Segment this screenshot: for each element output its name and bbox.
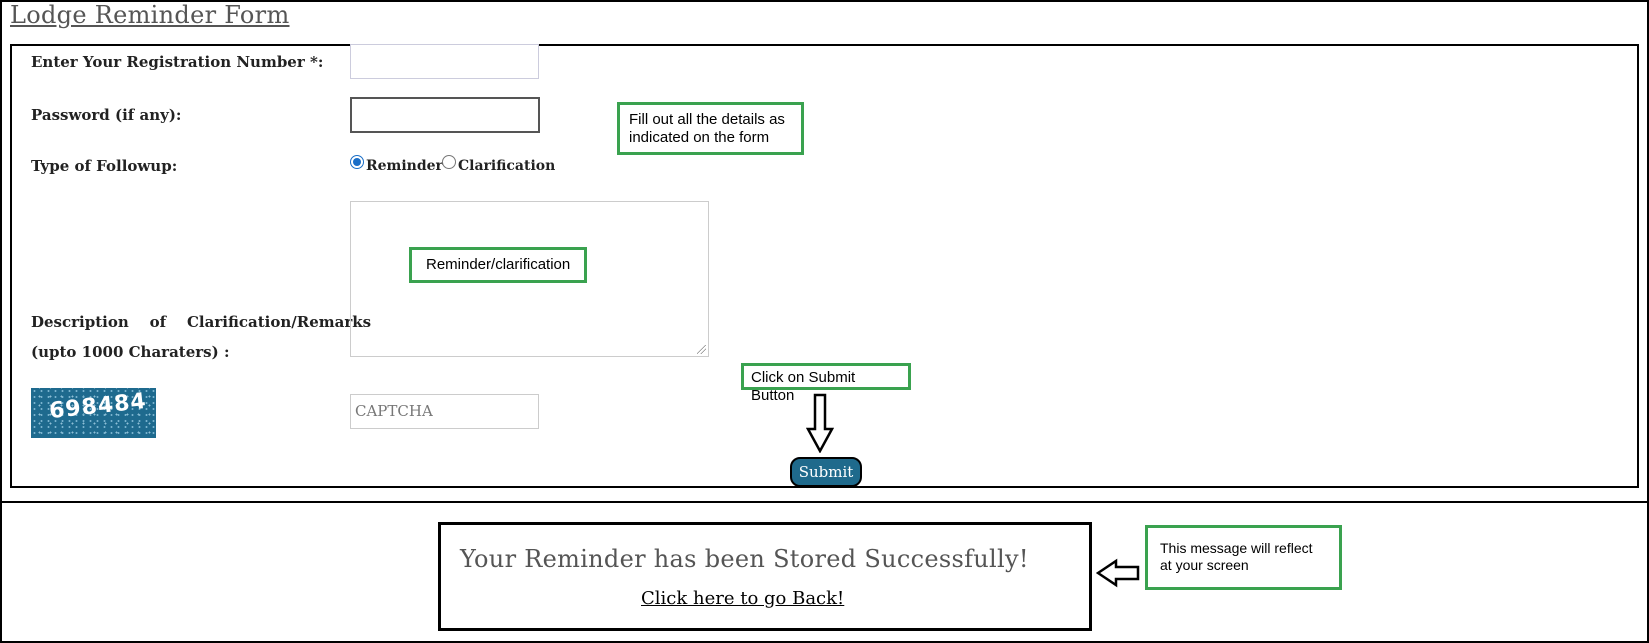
- captcha-image: 698484: [31, 388, 156, 438]
- result-panel: [0, 501, 1649, 643]
- go-back-link[interactable]: Click here to go Back!: [641, 588, 845, 609]
- description-label-limit: (upto 1000 Charaters) :: [31, 343, 230, 361]
- resize-grip-icon[interactable]: [697, 345, 706, 354]
- description-textarea[interactable]: [350, 201, 709, 357]
- annotation-click-submit: Click on Submit Button: [741, 363, 911, 404]
- success-message: Your Reminder has been Stored Successful…: [460, 545, 1029, 573]
- clarification-radio-label[interactable]: Clarification: [458, 158, 556, 174]
- registration-number-input[interactable]: [350, 44, 539, 79]
- reminder-radio-label[interactable]: Reminder: [366, 158, 443, 174]
- description-label: Description of Clarification/Remarks: [31, 313, 372, 331]
- left-arrow-icon: [1096, 558, 1140, 588]
- captcha-input[interactable]: CAPTCHA: [350, 394, 539, 429]
- down-arrow-icon: [806, 393, 834, 453]
- annotation-reminder-field: Reminder/clarification: [409, 247, 587, 283]
- submit-button[interactable]: Submit: [790, 457, 862, 487]
- password-input[interactable]: [350, 97, 540, 133]
- followup-type-label: Type of Followup:: [31, 157, 178, 175]
- annotation-fill-details: Fill out all the details as indicated on…: [617, 102, 804, 155]
- success-message-box: [438, 522, 1092, 631]
- clarification-radio[interactable]: [442, 155, 456, 169]
- registration-label: Enter Your Registration Number *:: [31, 53, 324, 71]
- reminder-radio[interactable]: [350, 155, 364, 169]
- annotation-message-reflect: This message will reflect at your screen: [1145, 525, 1342, 590]
- page-title: Lodge Reminder Form: [10, 1, 290, 29]
- password-label: Password (if any):: [31, 106, 182, 124]
- form-container: [10, 44, 1639, 488]
